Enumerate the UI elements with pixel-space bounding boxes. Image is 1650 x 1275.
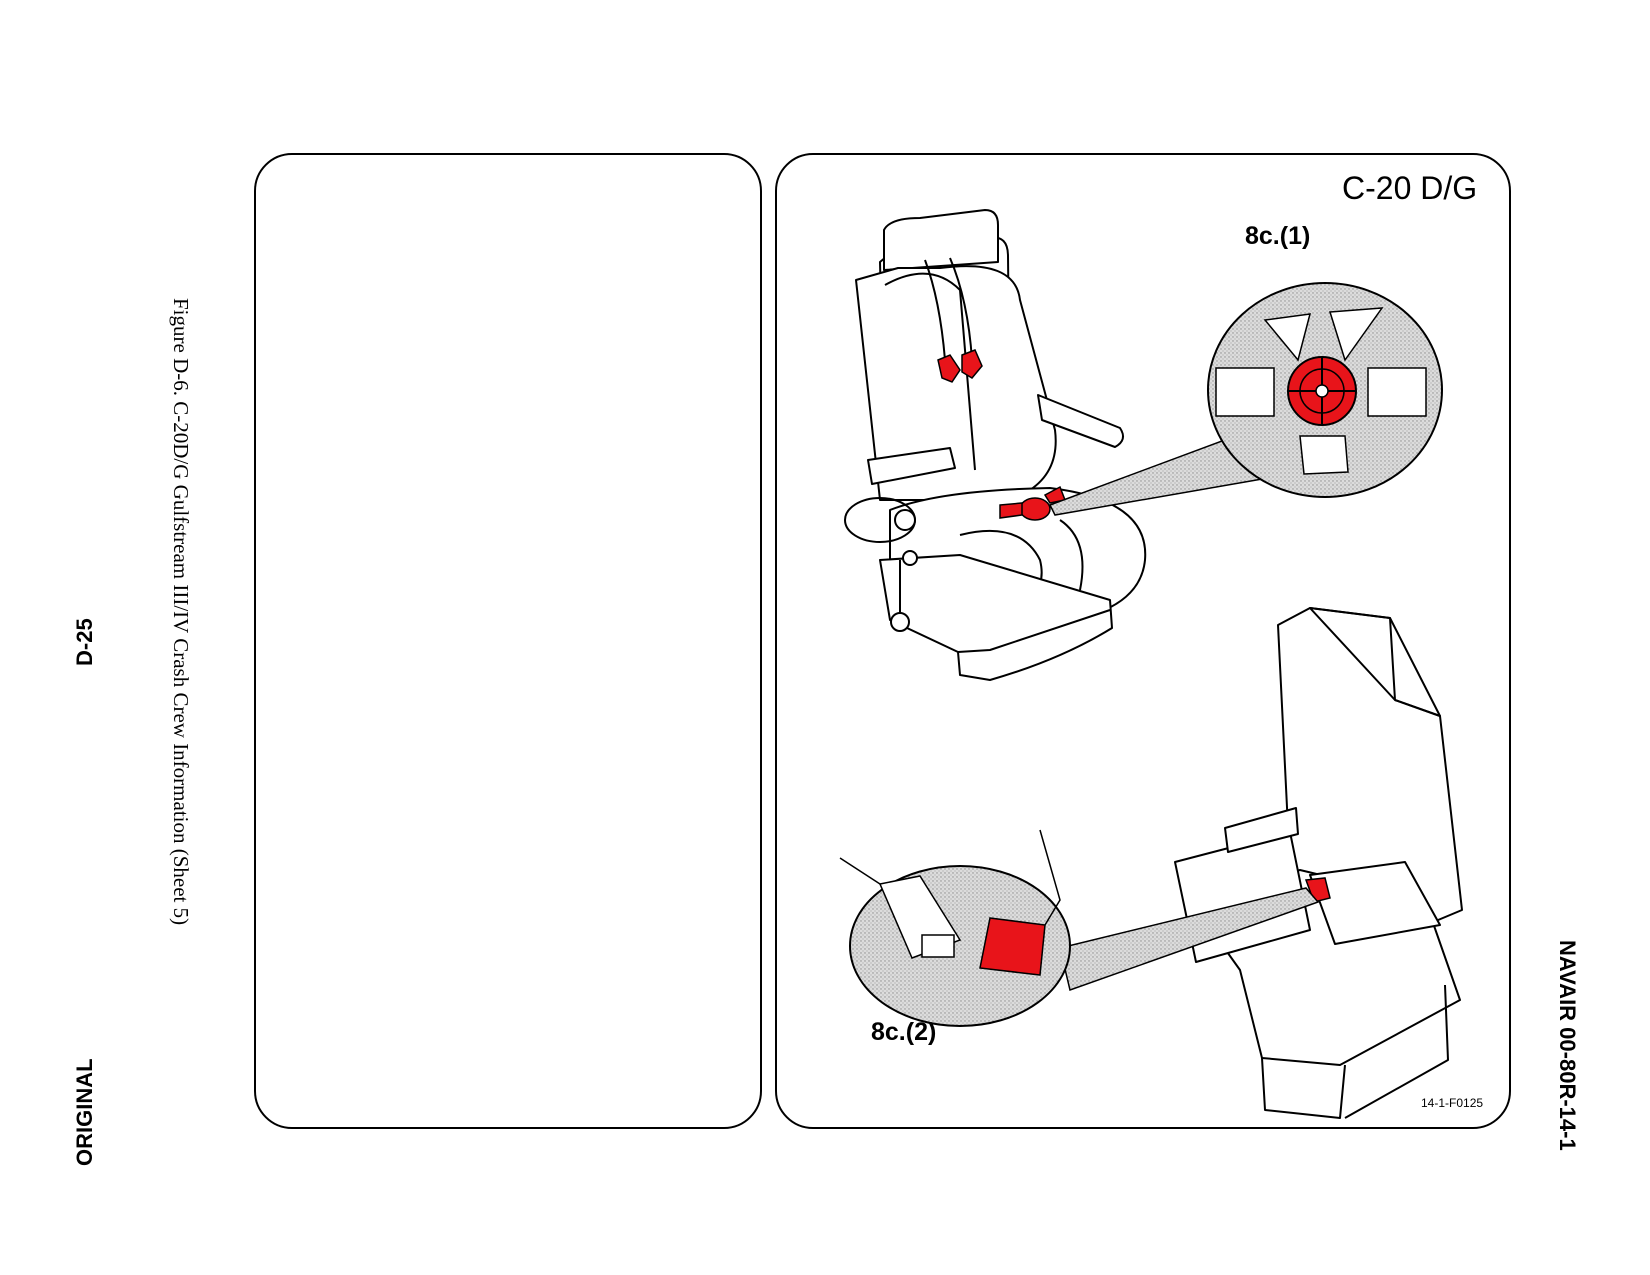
- aircraft-model-label: C-20 D/G: [1342, 170, 1478, 206]
- rotary-buckle-callout: [1207, 282, 1443, 498]
- passenger-seat: [1174, 607, 1463, 1119]
- harness-release-highlight: [937, 349, 1067, 521]
- step-1-label: 8c.(1): [1245, 222, 1311, 250]
- callout-2-connector: [1059, 887, 1320, 991]
- step-2-label: 8c.(2): [871, 1018, 937, 1046]
- lift-latch-callout: [839, 829, 1071, 1027]
- left-blank-panel: [254, 153, 762, 1129]
- pilot-seat: [844, 209, 1147, 681]
- figure-id: 14-1-F0125: [1421, 1096, 1484, 1110]
